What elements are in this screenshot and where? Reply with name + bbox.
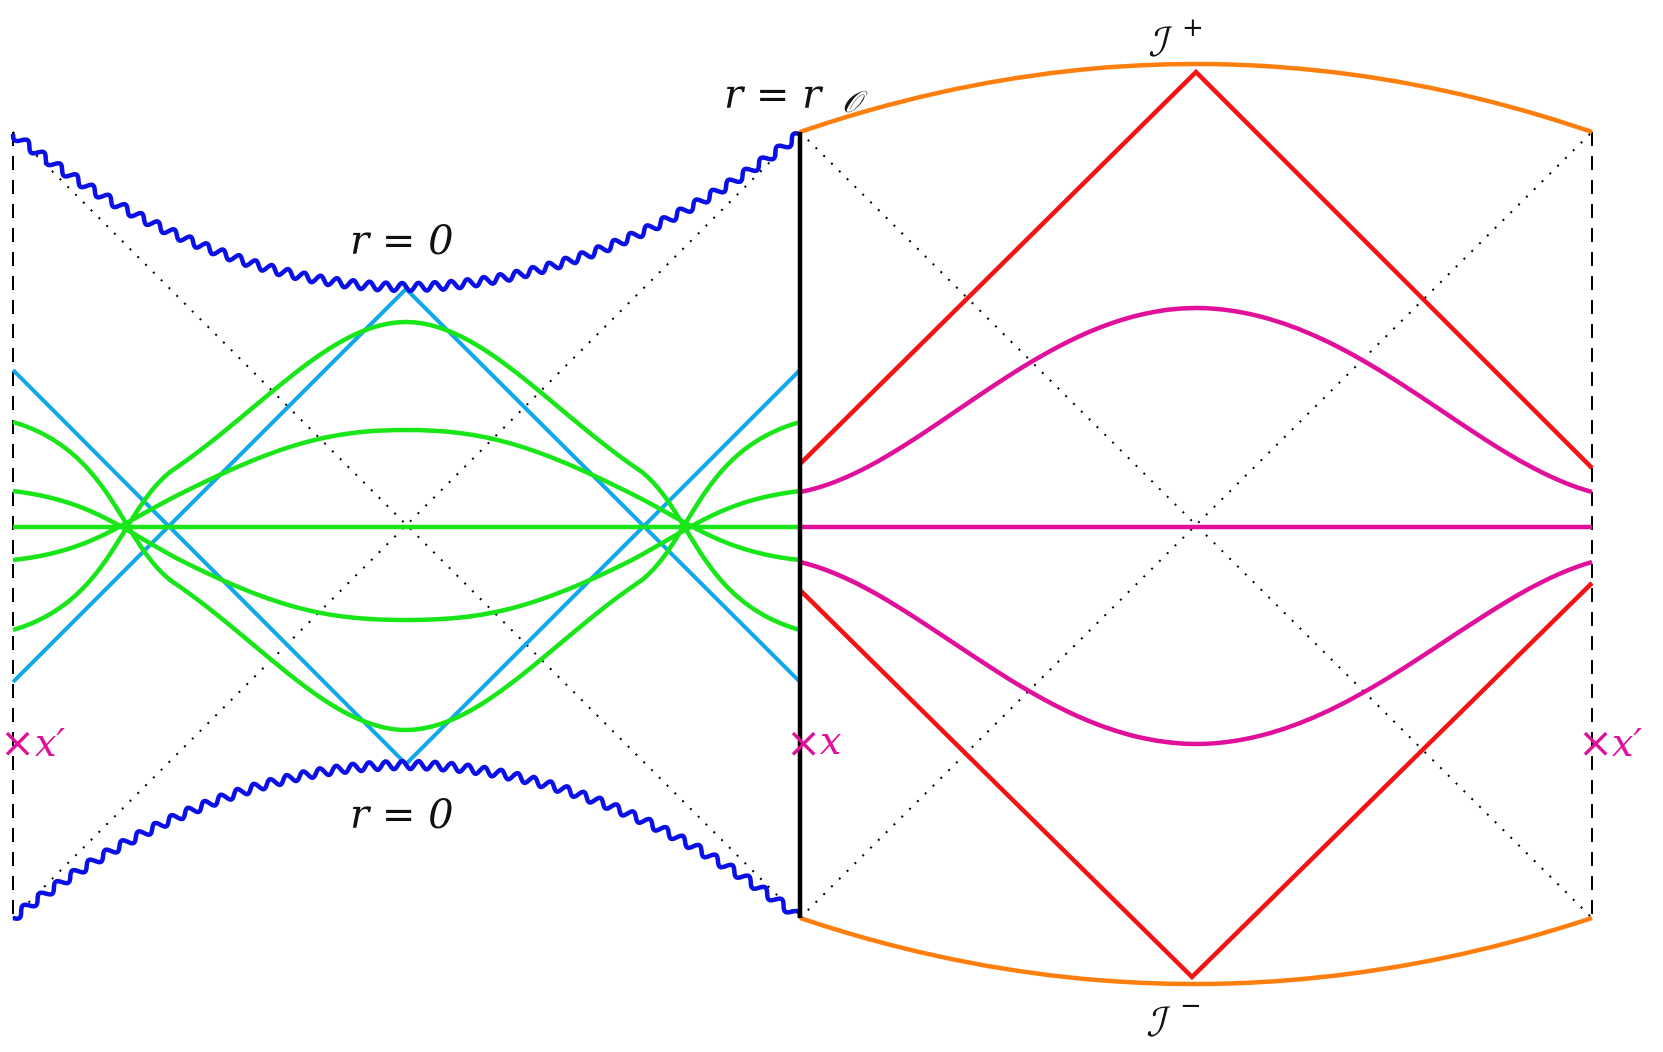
red-null-rays [798,68,1594,981]
red-ray-top [798,68,1594,470]
singularity-bottom [12,758,803,921]
label-r-zero-top: r = 0 [350,218,454,264]
marker-x-right: × [1578,718,1613,767]
label-x-prime-right: x′ [1612,721,1642,765]
scri-minus-boundary [799,915,1593,987]
pink-slice-lower [799,559,1593,747]
label-scri-minus: ℐ [1146,1000,1171,1046]
label-r-observer: r = r [724,72,824,118]
marker-x-left: × [0,718,35,767]
label-x: x [820,719,841,763]
singularity-top [10,131,801,294]
pink-slice-upper [799,305,1593,495]
label-r-zero-bottom: r = 0 [350,792,454,838]
marker-x-center: × [786,718,821,767]
green-slice-4 [12,427,801,563]
green-slice-3 [12,488,801,623]
green-slice-2 [12,319,801,633]
scri-plus-boundary [799,61,1593,135]
red-ray-bottom [798,581,1594,981]
label-scri-minus-sup: − [1180,991,1202,1021]
green-slice-1 [12,419,801,733]
green-slices [12,319,801,733]
label-r-observer-sub: 𝒪 [842,85,868,120]
label-scri-plus: ℐ [1148,20,1173,66]
pink-slices [799,305,1593,747]
label-scri-plus-sup: + [1182,13,1204,43]
label-x-prime-left: x′ [35,721,65,765]
